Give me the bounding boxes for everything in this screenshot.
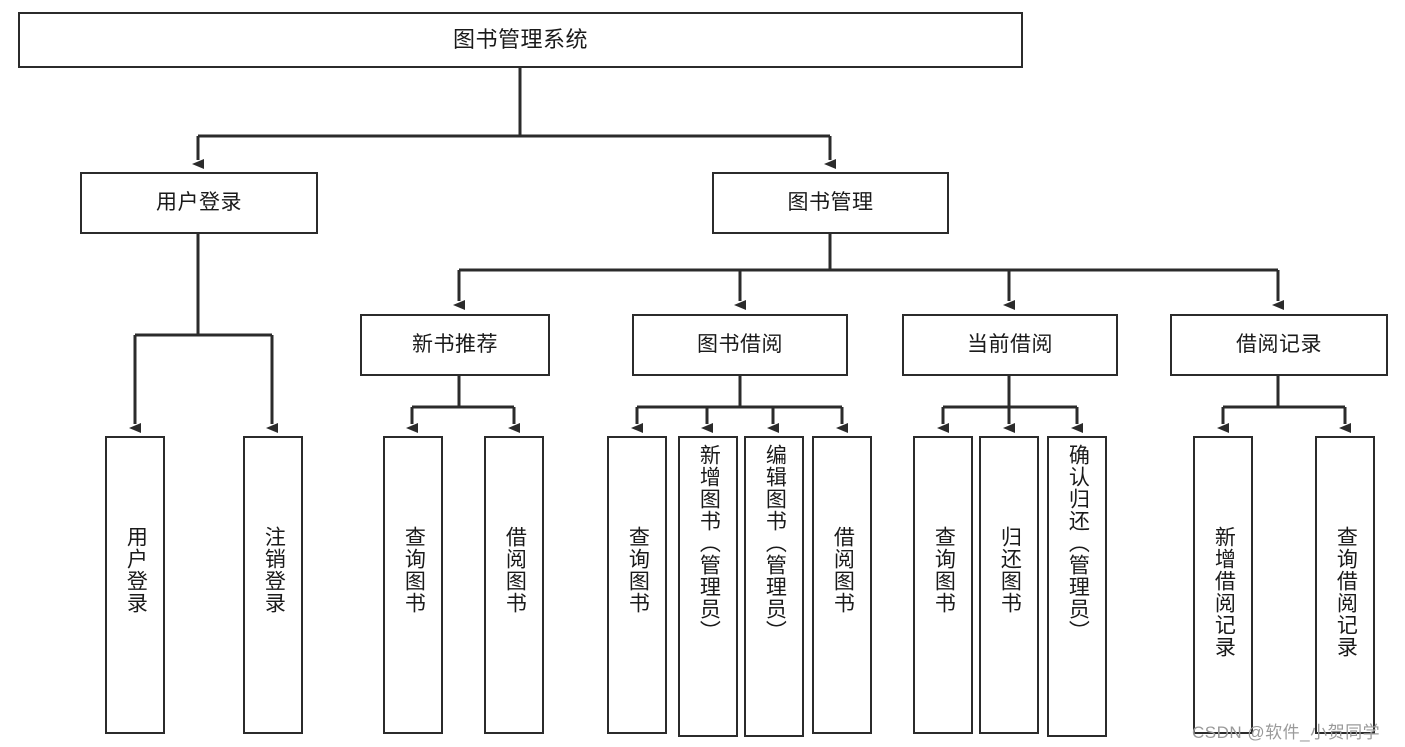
- node-leaf-query-book-2-label: 查询图书: [626, 526, 650, 614]
- node-root[interactable]: 图书管理系统: [18, 12, 1023, 68]
- node-leaf-confirm-return-label: 确认归还（管理员）: [1066, 444, 1090, 642]
- node-new-book-recommend-label: 新书推荐: [412, 332, 498, 356]
- node-leaf-add-record[interactable]: 新增借阅记录: [1193, 436, 1253, 734]
- node-leaf-borrow-book-1-label: 借阅图书: [503, 526, 527, 614]
- node-leaf-add-record-label: 新增借阅记录: [1212, 526, 1236, 658]
- node-leaf-add-book-label: 新增图书（管理员）: [697, 444, 721, 642]
- node-leaf-borrow-book-2[interactable]: 借阅图书: [812, 436, 872, 734]
- node-leaf-add-book[interactable]: 新增图书（管理员）: [678, 436, 738, 737]
- csdn-watermark: CSDN @软件_小贺同学: [1192, 723, 1381, 742]
- node-leaf-user-login[interactable]: 用户登录: [105, 436, 165, 734]
- node-book-manage-label: 图书管理: [787, 190, 874, 214]
- node-leaf-return-book[interactable]: 归还图书: [979, 436, 1039, 734]
- node-leaf-borrow-book-1[interactable]: 借阅图书: [484, 436, 544, 734]
- node-current-borrow[interactable]: 当前借阅: [902, 314, 1118, 376]
- node-user-login-label: 用户登录: [156, 190, 242, 214]
- node-leaf-query-book-3-label: 查询图书: [932, 526, 956, 614]
- node-leaf-query-record[interactable]: 查询借阅记录: [1315, 436, 1375, 734]
- node-leaf-query-book-1[interactable]: 查询图书: [383, 436, 443, 734]
- node-leaf-query-record-label: 查询借阅记录: [1334, 526, 1358, 658]
- node-leaf-edit-book-label: 编辑图书（管理员）: [763, 444, 787, 642]
- node-current-borrow-label: 当前借阅: [967, 332, 1053, 356]
- node-new-book-recommend[interactable]: 新书推荐: [360, 314, 550, 376]
- node-leaf-query-book-1-label: 查询图书: [402, 526, 426, 614]
- node-leaf-edit-book[interactable]: 编辑图书（管理员）: [744, 436, 804, 737]
- node-leaf-query-book-3[interactable]: 查询图书: [913, 436, 973, 734]
- node-leaf-return-book-label: 归还图书: [998, 526, 1022, 614]
- node-leaf-query-book-2[interactable]: 查询图书: [607, 436, 667, 734]
- node-root-label: 图书管理系统: [452, 27, 588, 53]
- node-book-manage[interactable]: 图书管理: [712, 172, 949, 234]
- node-leaf-user-login-label: 用户登录: [124, 526, 148, 614]
- node-book-borrow[interactable]: 图书借阅: [632, 314, 848, 376]
- node-borrow-record[interactable]: 借阅记录: [1170, 314, 1388, 376]
- node-leaf-confirm-return[interactable]: 确认归还（管理员）: [1047, 436, 1107, 737]
- node-leaf-borrow-book-2-label: 借阅图书: [831, 526, 855, 614]
- node-book-borrow-label: 图书借阅: [697, 332, 783, 356]
- node-leaf-user-logout[interactable]: 注销登录: [243, 436, 303, 734]
- node-leaf-user-logout-label: 注销登录: [262, 526, 286, 614]
- node-user-login[interactable]: 用户登录: [80, 172, 318, 234]
- node-borrow-record-label: 借阅记录: [1236, 332, 1322, 356]
